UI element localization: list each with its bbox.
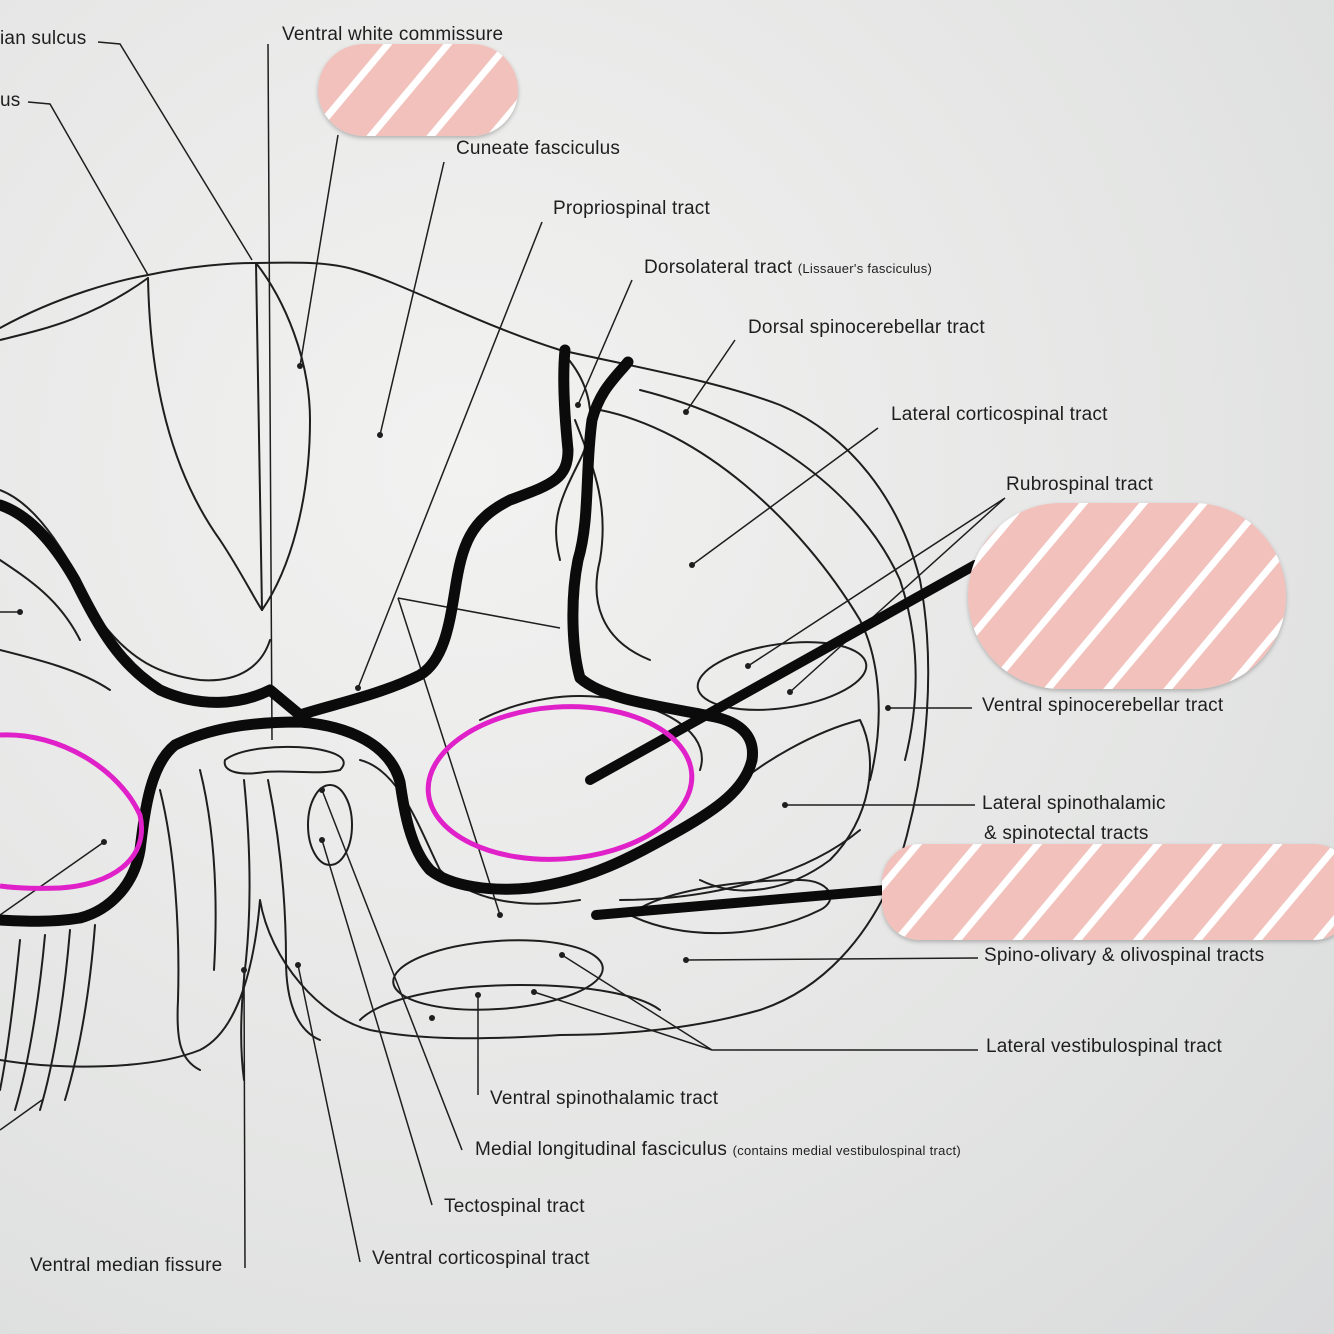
- vestibulospinal-ellipse: [392, 939, 604, 1011]
- ventral-left-bundles2: [199, 769, 217, 971]
- label-mlf-main: Medial longitudinal fasciculus: [475, 1139, 728, 1160]
- redaction-pill-right: [968, 503, 1286, 689]
- label-mlf: Medial longitudinal fasciculus (contains…: [475, 1139, 961, 1162]
- label-dorsolateral-main: Dorsolateral tract: [644, 257, 793, 278]
- lissauer-zone: [555, 349, 592, 561]
- leader-lateral-corticospinal: [691, 427, 879, 566]
- label-mlf-note: (contains medial vestibulospinal tract): [732, 1143, 962, 1158]
- highlight-right-ellipse: [425, 704, 695, 862]
- ventral-root-fibers: [0, 924, 96, 1111]
- lateral-corticospinal-area: [599, 409, 880, 781]
- gray-matter-marker: [0, 344, 980, 927]
- gray-left-inner2: [0, 649, 111, 691]
- leader-ventral-median-fissure: [243, 969, 246, 1269]
- ventral-funiculus-outline: [359, 984, 661, 1021]
- leader-rubrospinal: [747, 497, 1006, 693]
- leader-tectospinal: [321, 839, 433, 1206]
- leader-sulcus: [27, 101, 149, 276]
- label-rubrospinal: Rubrospinal tract: [1006, 474, 1154, 495]
- leader-gracile: [299, 134, 339, 367]
- gray-left-inner: [0, 559, 81, 641]
- leader-dots: [17, 363, 891, 1021]
- leader-cuneate: [379, 161, 445, 436]
- label-propriospinal-tract: Propriospinal tract: [553, 198, 710, 219]
- label-sulcus-partial: us: [0, 90, 21, 111]
- leader-propriospinal: [357, 221, 543, 689]
- ventral-spinocerebellar-band: [619, 829, 861, 901]
- label-ventral-median-fissure: Ventral median fissure: [30, 1255, 223, 1276]
- ventral-median-fissure: [240, 779, 251, 1081]
- leader-ventral-corticospinal: [297, 964, 361, 1263]
- leader-lines: [0, 41, 1006, 1269]
- label-median-sulcus: ian sulcus: [0, 28, 87, 49]
- label-lateral-spinothalamic-1: Lateral spinothalamic: [982, 793, 1166, 814]
- leader-median-sulcus: [97, 41, 253, 261]
- cord-outlines: [0, 261, 930, 1111]
- leader-lateral-vestibulospinal: [533, 954, 978, 1051]
- marker-right-horn: [0, 356, 758, 927]
- lateral-spinothalamic-area: [699, 719, 871, 892]
- leader-ventral-white-commissure: [267, 43, 273, 741]
- label-ventral-spinothalamic: Ventral spinothalamic tract: [490, 1088, 719, 1109]
- dorsal-spinocerebellar-band: [639, 389, 917, 761]
- ventral-left-bundles: [159, 789, 201, 1071]
- leader-propriospinal-3: [397, 597, 501, 916]
- label-spino-olivary: Spino-olivary & olivospinal tracts: [984, 945, 1265, 966]
- dorsal-horn-outline: [0, 489, 271, 682]
- marker-pointer-lower: [591, 885, 890, 920]
- leader-left-fibers: [0, 1099, 43, 1131]
- leader-dorsal-spinocerebellar: [685, 339, 736, 413]
- label-ventral-white-commissure: Ventral white commissure: [282, 24, 504, 45]
- label-lateral-corticospinal: Lateral corticospinal tract: [891, 404, 1108, 425]
- label-cuneate-fasciculus: Cuneate fasciculus: [456, 138, 621, 159]
- label-ventral-spinocerebellar: Ventral spinocerebellar tract: [982, 695, 1224, 716]
- marker-pointer-upper: [585, 560, 980, 785]
- tectospinal-ellipse: [307, 784, 353, 866]
- cord-outer-boundary: [0, 261, 930, 1068]
- leader-left-low: [0, 841, 105, 916]
- label-lateral-vestibulospinal: Lateral vestibulospinal tract: [986, 1036, 1223, 1057]
- leader-propriospinal-2: [397, 597, 561, 629]
- highlight-left-arc: [0, 732, 144, 891]
- redaction-pills: [318, 44, 1334, 940]
- marker-gray-matter-outline: [0, 344, 574, 721]
- gracile-left: [0, 277, 149, 341]
- leader-dorsolateral: [577, 279, 633, 406]
- cuneate-boundary: [255, 262, 311, 611]
- label-ventral-corticospinal: Ventral corticospinal tract: [372, 1248, 590, 1269]
- redaction-pill-top: [318, 44, 518, 136]
- label-lateral-spinothalamic-2: & spinotectal tracts: [984, 823, 1149, 844]
- magenta-highlights: [0, 704, 695, 891]
- dorsal-intermediate-septum: [147, 277, 263, 611]
- redaction-pill-lower: [882, 844, 1334, 940]
- rubrospinal-ellipse: [696, 641, 868, 711]
- label-dorsal-spinocerebellar: Dorsal spinocerebellar tract: [748, 317, 985, 338]
- label-dorsolateral-note: (Lissauer's fasciculus): [797, 261, 933, 276]
- label-tectospinal: Tectospinal tract: [444, 1196, 585, 1217]
- central-canal: [223, 745, 345, 775]
- dorsal-median-septum: [255, 262, 263, 611]
- ventral-fissure-right: [267, 779, 321, 1041]
- leader-mlf: [321, 789, 463, 1151]
- gray-right-outline: [359, 759, 581, 905]
- label-dorsolateral-tract: Dorsolateral tract (Lissauer's fasciculu…: [644, 257, 932, 280]
- leader-spino-olivary: [685, 957, 979, 961]
